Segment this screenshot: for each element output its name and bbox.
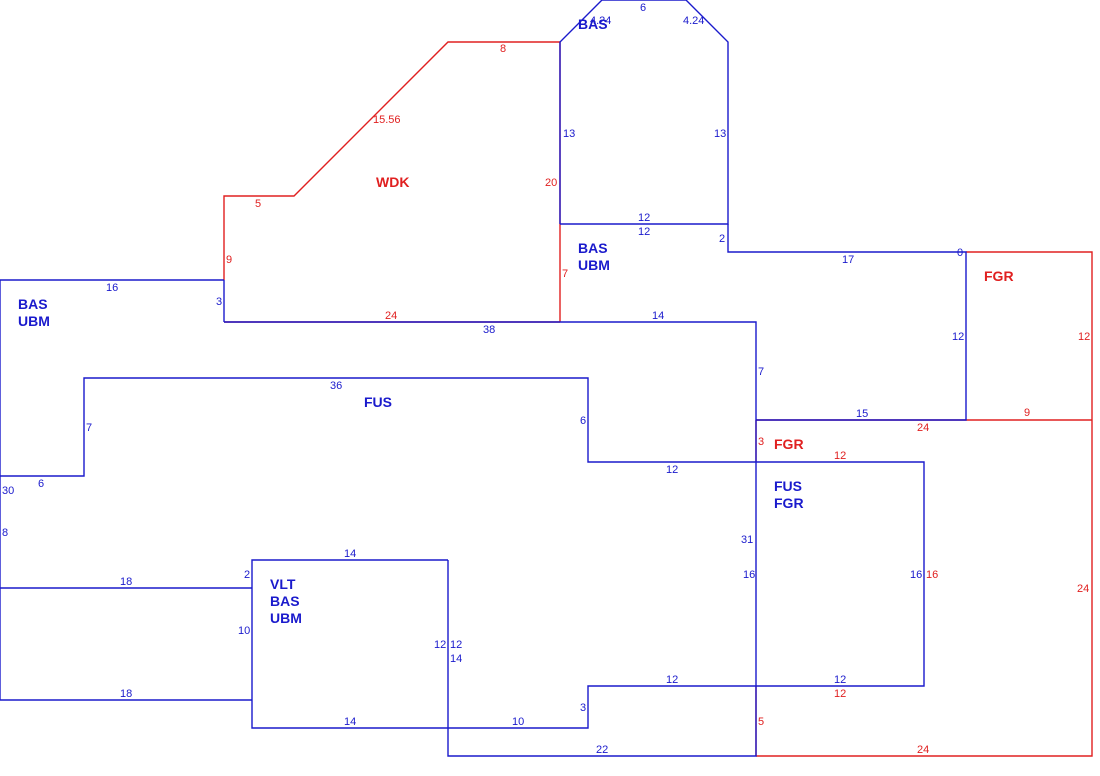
dim-label: 5 (255, 198, 261, 210)
dim-label: 17 (842, 254, 854, 266)
area-label-vlt: VLT (270, 576, 296, 592)
area-label-fgr-upper: FGR (984, 268, 1014, 284)
dim-label: 5 (758, 716, 764, 728)
wdk-outline (223, 41, 560, 280)
dim-label: 16 (743, 569, 755, 581)
dim-label: 7 (86, 422, 92, 434)
dim-label: 3 (758, 436, 764, 448)
dim-label: 13 (714, 128, 726, 140)
main-outline (0, 279, 252, 701)
area-label-bas-left: BAS (18, 296, 48, 312)
area-label-bas-mid: BAS (578, 240, 608, 256)
dim-label: 16 (926, 569, 938, 581)
dim-label: 15.56 (373, 114, 401, 126)
area-label-bas-top: BAS (578, 16, 608, 32)
fus-inner (0, 377, 925, 729)
dim-label: 18 (120, 688, 132, 700)
dim-label: 3 (580, 702, 586, 714)
dim-label: 24 (1077, 583, 1089, 595)
mid-step (727, 224, 967, 421)
dim-label: 16 (106, 282, 118, 294)
dim-label: 6 (38, 478, 44, 490)
dim-label: 12 (638, 212, 650, 224)
dim-label: 9 (1024, 407, 1030, 419)
main-top-run (224, 321, 757, 757)
dim-label: 14 (344, 716, 356, 728)
dim-label: 30 (2, 485, 14, 497)
red-segments (223, 41, 1093, 757)
area-label-vlt-bas: BAS (270, 593, 300, 609)
dim-label: 22 (596, 744, 608, 756)
dim-label: 10 (238, 625, 250, 637)
dim-label: 12 (434, 639, 446, 651)
dim-label: 12 (952, 331, 964, 343)
area-label-fgr-lower: FGR (774, 436, 804, 452)
dim-label: 20 (545, 177, 557, 189)
dim-label: 36 (330, 380, 342, 392)
area-label-fus: FUS (364, 394, 392, 410)
dim-label: 9 (226, 254, 232, 266)
dim-label: 8 (500, 43, 506, 55)
dim-label: 4.24 (683, 15, 704, 27)
dim-label: 12 (450, 639, 462, 651)
dim-label: 10 (512, 716, 524, 728)
dim-label: 16 (910, 569, 922, 581)
dim-label: 6 (640, 2, 646, 14)
dim-label: 7 (758, 366, 764, 378)
dim-label: 7 (562, 268, 568, 280)
area-label-ubm-mid: UBM (578, 257, 610, 273)
dim-label: 12 (834, 674, 846, 686)
dimension-labels: 4.24 6 4.24 8 15.56 13 13 20 5 12 12 2 0… (2, 2, 1090, 756)
dim-label: 12 (638, 226, 650, 238)
dim-label: 24 (917, 422, 929, 434)
dim-label: 12 (666, 464, 678, 476)
dim-label: 13 (563, 128, 575, 140)
dim-label: 12 (1078, 331, 1090, 343)
dim-label: 15 (856, 408, 868, 420)
dim-label: 12 (834, 688, 846, 700)
dim-label: 14 (344, 548, 356, 560)
dim-label: 12 (834, 450, 846, 462)
dim-label: 3 (216, 296, 222, 308)
bas-octagon (559, 0, 729, 225)
dim-label: 2 (719, 233, 725, 245)
area-label-vlt-ubm: UBM (270, 610, 302, 626)
dim-label: 6 (580, 415, 586, 427)
area-label-ubm-left: UBM (18, 313, 50, 329)
dim-label: 12 (666, 674, 678, 686)
area-label-fus-2: FUS (774, 478, 802, 494)
area-label-fgr-2: FGR (774, 495, 804, 511)
dim-label: 0 (957, 247, 963, 259)
area-labels: BAS WDK BAS UBM BAS UBM FGR FUS FGR FUS … (18, 16, 1014, 626)
dim-label: 8 (2, 527, 8, 539)
dim-label: 24 (385, 310, 397, 322)
dim-label: 2 (244, 569, 250, 581)
blue-segments (0, 0, 967, 757)
dim-label: 24 (917, 744, 929, 756)
fgr-upper-outline (756, 251, 1093, 757)
dim-label: 31 (741, 534, 753, 546)
dim-label: 14 (652, 310, 664, 322)
dim-label: 14 (450, 653, 462, 665)
dim-label: 18 (120, 576, 132, 588)
area-label-wdk: WDK (376, 174, 409, 190)
dim-label: 4.24 (590, 15, 611, 27)
dim-label: 38 (483, 324, 495, 336)
